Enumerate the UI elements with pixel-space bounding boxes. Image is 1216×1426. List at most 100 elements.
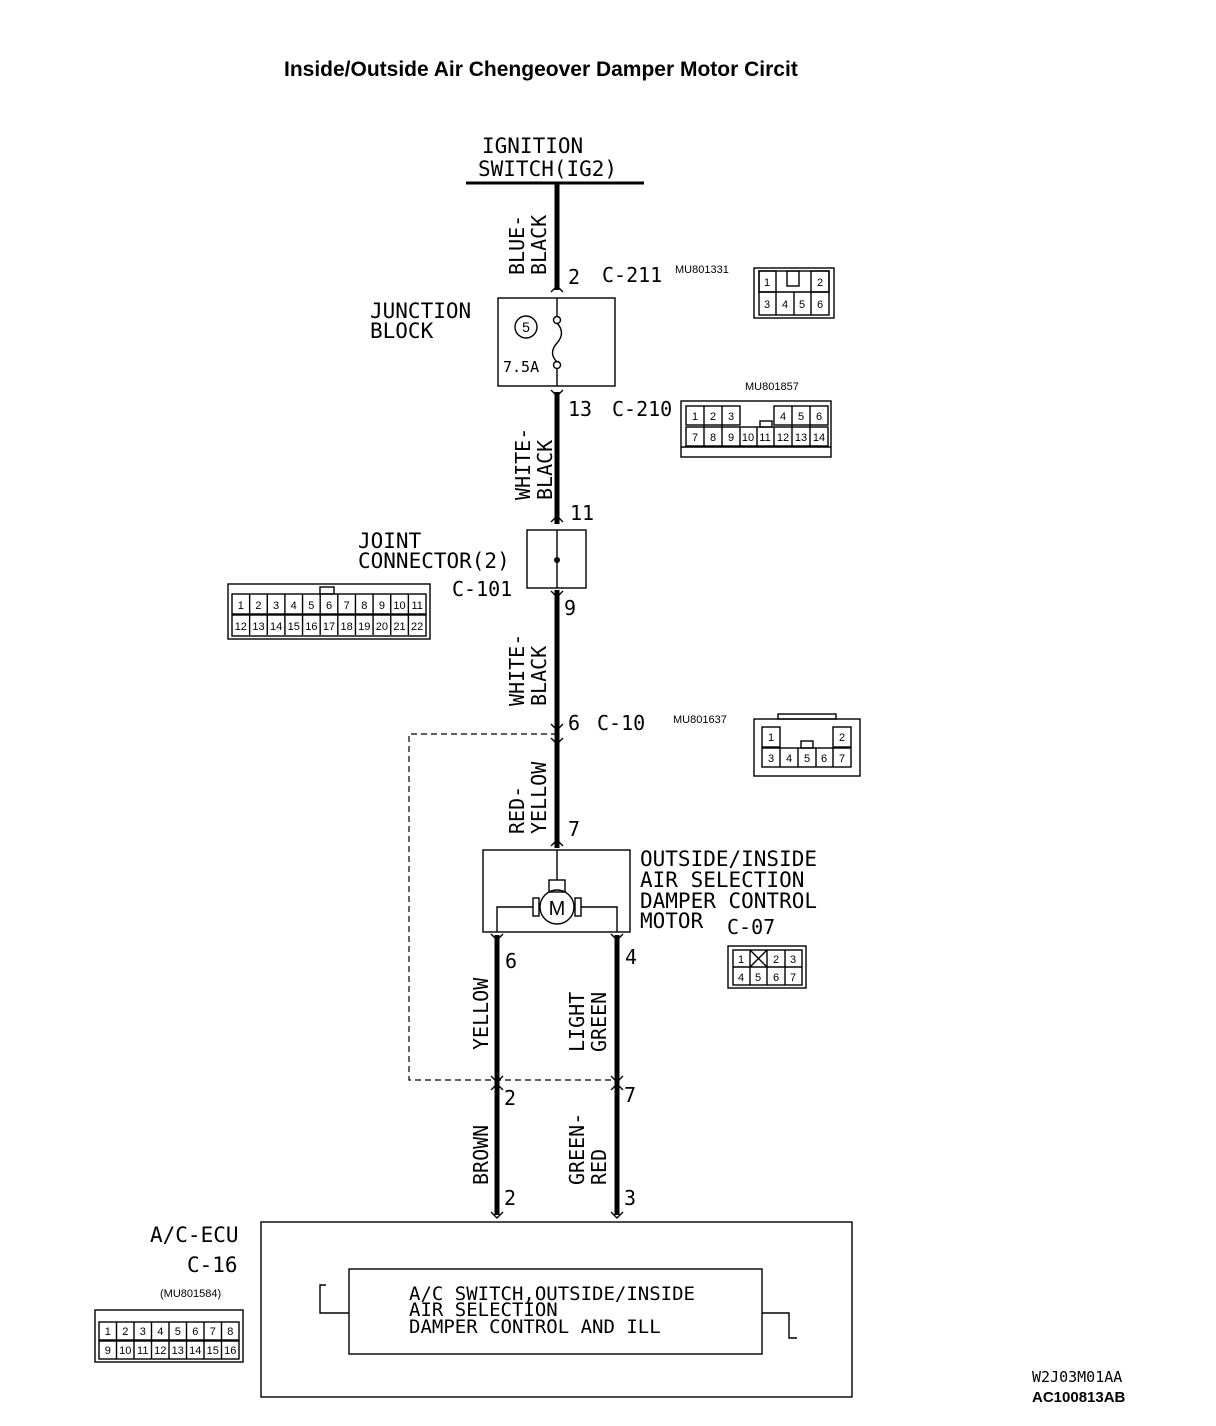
svg-text:7: 7 xyxy=(790,972,796,984)
c101-pin-14: 14 xyxy=(270,621,282,633)
c16-pin-13: 13 xyxy=(172,1345,184,1357)
c101-pin-8: 8 xyxy=(361,600,367,612)
wire-label-light-green: LIGHT GREEN xyxy=(565,992,611,1052)
svg-text:GREEN-: GREEN- xyxy=(565,1113,589,1185)
fuse-terminal-top xyxy=(552,315,562,325)
motor-icon xyxy=(539,889,575,925)
wire-label-red-yellow: RED- YELLOW xyxy=(505,761,551,834)
fuse-icon xyxy=(551,322,563,363)
svg-text:RED: RED xyxy=(587,1149,611,1185)
c101-pin-16: 16 xyxy=(305,621,317,633)
joint-node xyxy=(554,557,560,563)
svg-text:1: 1 xyxy=(738,954,744,966)
c16-label: C-16 xyxy=(187,1253,238,1277)
pin-c10-6: 6 xyxy=(568,711,580,735)
ignition-label-2: SWITCH(IG2) xyxy=(478,157,617,181)
c101-pin-22: 22 xyxy=(411,621,423,633)
wire-label-green-red: GREEN- RED xyxy=(565,1113,611,1185)
c101-pin-11: 11 xyxy=(411,600,422,612)
motor-label-1: OUTSIDE/INSIDE xyxy=(640,847,817,871)
ecu-ground-right xyxy=(762,1312,797,1339)
c10-part-number: MU801637 xyxy=(673,714,727,726)
c16-pin-9: 9 xyxy=(105,1345,111,1357)
motor-label-4: MOTOR xyxy=(640,909,704,933)
svg-text:6: 6 xyxy=(816,411,822,423)
ecu-text-3: DAMPER CONTROL AND ILL xyxy=(409,1316,661,1338)
c101-pin-1: 1 xyxy=(238,600,244,612)
ac-ecu-label: A/C-ECU xyxy=(150,1223,239,1247)
c211-connector-face: 1 2 3 4 5 6 xyxy=(753,267,835,319)
c101-pin-15: 15 xyxy=(288,621,300,633)
svg-text:WHITE-: WHITE- xyxy=(505,634,529,706)
c16-pin-4: 4 xyxy=(157,1326,163,1338)
c101-pin-21: 21 xyxy=(393,621,405,633)
pin-motor-6: 6 xyxy=(505,949,517,973)
fuse-rating: 7.5A xyxy=(503,358,539,376)
ecu-ground-left xyxy=(319,1284,349,1314)
c101-pin-7: 7 xyxy=(344,600,350,612)
svg-text:4: 4 xyxy=(780,411,786,423)
c16-part-number: (MU801584) xyxy=(160,1288,221,1300)
svg-text:1: 1 xyxy=(764,277,770,289)
c16-pin-15: 15 xyxy=(207,1345,219,1357)
svg-text:3: 3 xyxy=(764,299,770,311)
svg-text:1: 1 xyxy=(768,732,774,744)
c16-pin-12: 12 xyxy=(154,1345,166,1357)
svg-text:2: 2 xyxy=(839,732,845,744)
svg-text:LIGHT: LIGHT xyxy=(565,992,589,1052)
c16-pin-10: 10 xyxy=(119,1345,131,1357)
c101-pin-3: 3 xyxy=(273,600,279,612)
c16-pin-8: 8 xyxy=(227,1326,233,1338)
pin-c101-9: 9 xyxy=(564,596,576,620)
svg-text:12: 12 xyxy=(777,432,789,444)
svg-text:6: 6 xyxy=(817,299,823,311)
svg-text:4: 4 xyxy=(786,753,792,765)
svg-text:YELLOW: YELLOW xyxy=(527,761,551,834)
c07-connector-face: 1 2 3 4 5 6 7 xyxy=(727,945,807,989)
svg-text:10: 10 xyxy=(742,432,754,444)
svg-text:2: 2 xyxy=(817,277,823,289)
c101-pin-20: 20 xyxy=(376,621,388,633)
c101-pin-4: 4 xyxy=(291,600,297,612)
c16-pin-5: 5 xyxy=(175,1326,181,1338)
c16-pin-6: 6 xyxy=(192,1326,198,1338)
pin-motor-4: 4 xyxy=(625,945,637,969)
ac-ecu-box xyxy=(260,1221,853,1398)
c101-pin-12: 12 xyxy=(235,621,247,633)
svg-text:2: 2 xyxy=(773,954,779,966)
svg-text:BLUE-: BLUE- xyxy=(505,215,529,275)
c07-label: C-07 xyxy=(727,915,775,939)
c101-pin-17: 17 xyxy=(323,621,335,633)
c210-label: C-210 xyxy=(612,397,672,421)
pin-c101-11: 11 xyxy=(570,501,594,525)
svg-text:6: 6 xyxy=(773,972,779,984)
svg-text:13: 13 xyxy=(795,432,807,444)
lower-connector-marks xyxy=(490,933,624,1219)
c16-pin-2: 2 xyxy=(122,1326,128,1338)
junction-block-label-1: JUNCTION xyxy=(370,299,471,323)
pin-ecu-2: 2 xyxy=(504,1186,516,1210)
c10-label: C-10 xyxy=(597,711,645,735)
pin-c10-7: 7 xyxy=(624,1083,636,1107)
svg-text:5: 5 xyxy=(799,299,805,311)
svg-text:7: 7 xyxy=(839,753,845,765)
joint-connector-label-1: JOINT xyxy=(358,529,422,553)
ecu-internal-block xyxy=(348,1268,763,1355)
svg-text:4: 4 xyxy=(782,299,788,311)
wire-label-yellow: YELLOW xyxy=(469,977,493,1050)
pin-c210-13: 13 xyxy=(568,397,592,421)
c101-label: C-101 xyxy=(452,577,512,601)
motor-label-2: AIR SELECTION xyxy=(640,868,804,892)
svg-text:BLACK: BLACK xyxy=(533,440,557,500)
c16-pin-1: 1 xyxy=(105,1326,111,1338)
svg-text:BROWN: BROWN xyxy=(469,1125,493,1185)
wire-label-brown: BROWN xyxy=(469,1125,493,1185)
svg-text:1: 1 xyxy=(692,411,698,423)
svg-text:3: 3 xyxy=(790,954,796,966)
pin-ecu-3: 3 xyxy=(624,1186,636,1210)
c10-connector-face: 1 2 3 4 5 6 7 xyxy=(753,713,861,777)
fuse-number-circle xyxy=(514,315,538,339)
c101-pin-6: 6 xyxy=(326,600,332,612)
shielded-harness-outline xyxy=(408,733,618,1081)
